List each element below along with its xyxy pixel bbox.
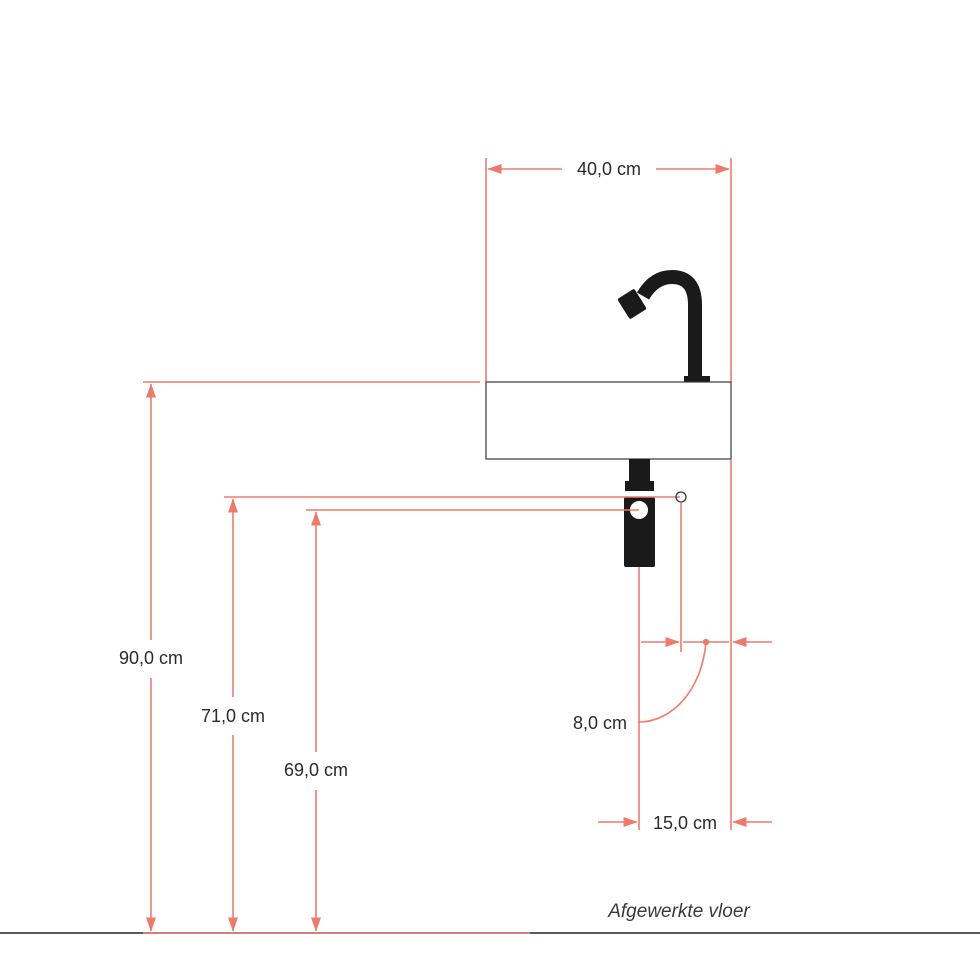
drain-point-marker: [675, 491, 687, 503]
height-lower-drain-dimension: 69,0 cm: [284, 511, 348, 932]
faucet-icon: [617, 269, 710, 382]
drain-offset-dimension: 8,0 cm: [573, 503, 772, 830]
height-lower-drain-label: 69,0 cm: [284, 760, 348, 780]
wall-offset-label: 15,0 cm: [653, 813, 717, 833]
floor-label: Afgewerkte vloer: [607, 901, 750, 922]
width-label: 40,0 cm: [577, 159, 641, 179]
height-basin-dimension: 90,0 cm: [119, 381, 480, 932]
height-upper-drain-label: 71,0 cm: [201, 706, 265, 726]
width-dimension: 40,0 cm: [485, 158, 732, 382]
drain-offset-label: 8,0 cm: [573, 713, 627, 733]
wall-offset-dimension: 15,0 cm: [598, 813, 772, 833]
siphon-icon: [624, 459, 655, 567]
height-upper-drain-dimension: 71,0 cm: [201, 498, 265, 932]
height-basin-label: 90,0 cm: [119, 648, 183, 668]
basin: [485, 381, 732, 460]
